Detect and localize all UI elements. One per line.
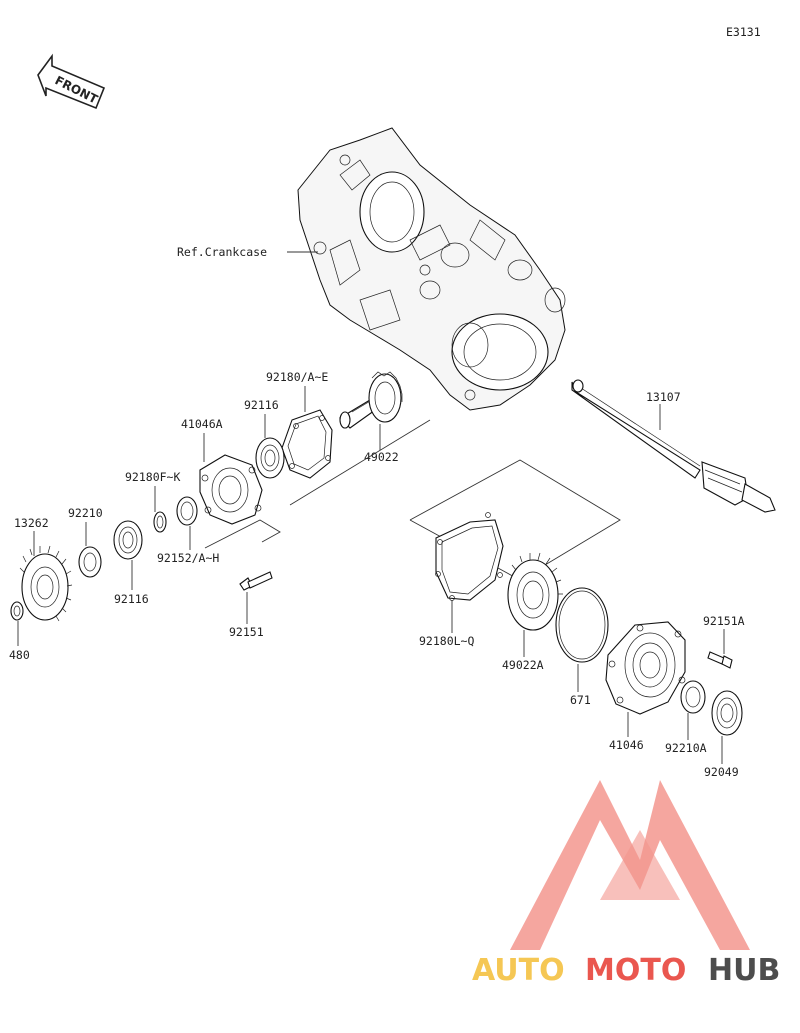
housing-41046 [605,621,686,715]
part-label-92180-ae: 92180/A~E [266,370,328,384]
part-label-92151a: 92151A [703,614,745,628]
washer-92180f-k [153,511,167,533]
watermark-moto: MOTO [585,953,686,988]
housing-41046a [199,454,263,525]
part-label-92210a: 92210A [665,741,707,755]
bolt-92151 [239,571,273,591]
part-label-41046: 41046 [609,738,644,752]
watermark-auto: AUTO [472,953,565,988]
bearing-92116-upper [255,437,285,479]
seal-92210 [78,546,102,578]
seal-92210a [680,680,706,714]
gasket-92180-ae [281,409,333,479]
o-ring-671 [555,587,609,663]
seal-92049 [711,690,743,736]
circlip-480 [10,601,24,621]
part-label-92210: 92210 [68,506,103,520]
bolt-92151a [707,651,733,669]
part-label-92180f-k: 92180F~K [125,470,180,484]
part-label-671: 671 [570,693,591,707]
gasket-92180l-q [435,512,504,601]
part-label-92152: 92152/A~H [157,551,219,565]
crankcase-illustration [297,127,566,411]
part-label-92116-upper: 92116 [244,398,279,412]
collar-92152 [176,496,198,526]
part-label-41046a: 41046A [181,417,223,431]
part-label-92180l-q: 92180L~Q [419,634,474,648]
bearing-92116-lower [113,520,143,560]
gear-49022 [339,371,403,429]
part-label-49022: 49022 [364,450,399,464]
part-label-49022a: 49022A [502,658,544,672]
gear-13262 [19,545,73,622]
part-label-92151: 92151 [229,625,264,639]
part-label-480: 480 [9,648,30,662]
diagram-code: E3131 [726,25,761,39]
front-arrow-icon: FRONT [37,53,106,110]
part-label-13107: 13107 [646,390,681,404]
ref-crankcase-label: Ref.Crankcase [177,245,267,259]
part-label-13262: 13262 [14,516,49,530]
part-label-92049: 92049 [704,765,739,779]
automotohub-logo: AUTO MOTO HUB [472,780,780,988]
watermark-hub: HUB [708,953,780,988]
shaft-13107 [571,379,776,513]
gear-49022a [507,552,563,631]
part-label-92116-lower: 92116 [114,592,149,606]
